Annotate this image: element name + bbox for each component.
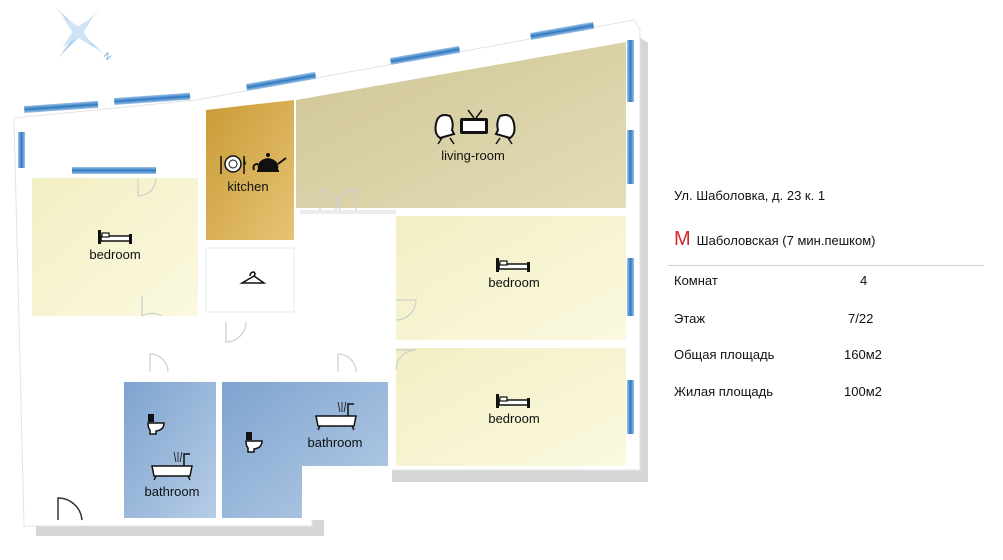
- info-value: 7/22: [848, 311, 874, 326]
- floor-plan: N: [13, 8, 648, 536]
- room-label-bedroom-right-bottom: bedroom: [488, 411, 539, 426]
- toilet-icon: [147, 414, 165, 435]
- metro-name: Шаболовская (7 мин.пешком): [696, 233, 876, 248]
- info-value: 4: [860, 273, 868, 288]
- toilet-icon: [245, 432, 263, 453]
- info-label: Этаж: [674, 311, 706, 326]
- room-label-kitchen: kitchen: [227, 179, 268, 194]
- tv-icon: [460, 109, 488, 134]
- room-bedroom-right-top: [396, 216, 626, 340]
- room-label-bedroom-right-top: bedroom: [488, 275, 539, 290]
- room-label-bedroom-left: bedroom: [89, 247, 140, 262]
- metro-icon: М: [674, 228, 691, 250]
- bed-icon: [496, 394, 530, 408]
- info-value: 100м2: [844, 384, 882, 399]
- info-label: Комнат: [674, 273, 718, 288]
- room-bedroom-left: [32, 178, 198, 316]
- armchair-icon: [494, 114, 516, 145]
- info-value: 160м2: [844, 347, 882, 362]
- armchair-icon: [434, 114, 456, 145]
- hanger-icon: [239, 271, 267, 284]
- info-label: Жилая площадь: [674, 384, 774, 399]
- divider: [668, 265, 984, 266]
- bed-icon: [496, 258, 530, 272]
- metro-station: М Шаболовская (7 мин.пешком): [674, 228, 875, 251]
- plate-cutlery-icon: [220, 155, 246, 174]
- info-label: Общая площадь: [674, 347, 775, 362]
- room-bedroom-right-bottom: [396, 348, 626, 466]
- windows: [18, 21, 634, 434]
- property-info-panel: Ул. Шаболовка, д. 23 к. 1 М Шаболовская …: [668, 0, 988, 560]
- room-wardrobe: [205, 247, 295, 313]
- bathtub-icon: [151, 451, 193, 481]
- room-label-living: living-room: [441, 148, 505, 163]
- address: Ул. Шаболовка, д. 23 к. 1: [674, 188, 826, 203]
- bed-icon: [98, 230, 132, 244]
- doors: [57, 177, 417, 521]
- bathtub-icon: [315, 401, 357, 431]
- teapot-icon: [252, 153, 287, 172]
- room-label-bathroom-left: bathroom: [145, 484, 200, 499]
- compass-icon: N: [56, 8, 114, 62]
- room-kitchen: [206, 100, 294, 240]
- compass-north-label: N: [102, 50, 114, 62]
- room-label-bathroom-right: bathroom: [308, 435, 363, 450]
- room-bathroom-left: [124, 382, 216, 518]
